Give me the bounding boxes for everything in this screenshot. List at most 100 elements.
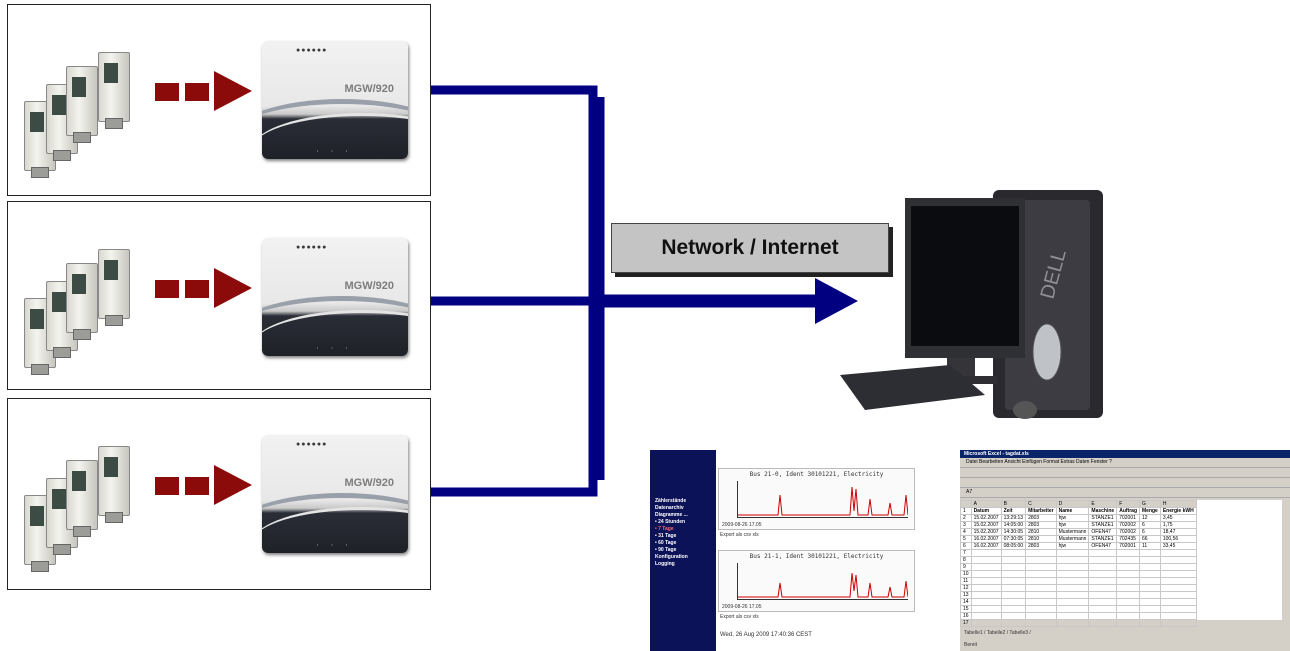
column-header: Menge <box>1139 507 1161 515</box>
table-cell[interactable]: OFEN47 <box>1088 528 1118 536</box>
table-cell[interactable]: 2810 <box>1025 535 1057 543</box>
network-internet-label: Network / Internet <box>611 223 889 273</box>
table-cell[interactable]: hjw <box>1055 542 1090 550</box>
menu-item[interactable]: • 31 Tage <box>655 533 677 539</box>
table-cell[interactable]: 66 <box>1139 535 1161 543</box>
table-cell[interactable]: 1,75 <box>1159 521 1197 529</box>
menu-item[interactable]: • 90 Tage <box>655 547 677 553</box>
table-cell[interactable]: 702001 <box>1116 542 1140 550</box>
plot-title: Bus 21-0, Ident 30101221, Electricity <box>749 471 884 478</box>
energy-plot-1: Bus 21-0, Ident 30101221, Electricity 20… <box>718 468 915 530</box>
table-cell[interactable]: 702002 <box>1116 528 1140 536</box>
computer-icon: DELL <box>840 190 1103 419</box>
table-row: 7 <box>960 549 1197 557</box>
table-cell[interactable]: 33,45 <box>1159 542 1197 550</box>
dot-icon <box>155 477 179 495</box>
table-cell[interactable]: 11 <box>1139 542 1161 550</box>
table-cell[interactable]: 6 <box>1139 521 1161 529</box>
arrow-icon <box>214 465 252 505</box>
table-cell[interactable]: 702001 <box>1116 514 1140 522</box>
web-sidebar: Zählerstände Datenarchiv Diagramme ... •… <box>650 450 716 651</box>
table-cell[interactable]: STANZE1 <box>1088 521 1118 529</box>
export-links[interactable]: Export als csv xls <box>720 614 759 620</box>
table-cell[interactable]: 16.02.2007 <box>970 535 1002 543</box>
export-links[interactable]: Export als csv xls <box>720 532 759 538</box>
menu-item[interactable]: Diagramme ... <box>655 512 688 518</box>
excel-menu[interactable]: Datei Bearbeiten Ansicht Einfügen Format… <box>960 458 1290 468</box>
table-cell[interactable]: 100,56 <box>1159 535 1197 543</box>
menu-item[interactable]: Zählerstände <box>655 498 687 504</box>
table-cell[interactable]: 6 <box>1139 528 1161 536</box>
table-cell[interactable]: 14:30:05 <box>1000 528 1027 536</box>
gateway-model-label: MGW/920 <box>344 280 394 292</box>
energy-meter-icon <box>66 263 98 340</box>
menu-item[interactable]: • 24 Stunden <box>655 519 686 525</box>
table-cell[interactable]: Mustermann <box>1055 528 1090 536</box>
table-cell[interactable]: 15.02.2007 <box>970 521 1002 529</box>
column-header: Name <box>1055 507 1090 515</box>
excel-namebox[interactable]: A7 <box>960 488 1290 498</box>
excel-formatbar <box>960 478 1290 488</box>
table-cell[interactable]: hjw <box>1055 514 1090 522</box>
table-cell[interactable]: OFEN47 <box>1088 542 1118 550</box>
table-cell[interactable]: hjw <box>1055 521 1090 529</box>
column-header: Maschine <box>1088 507 1118 515</box>
table-cell[interactable]: 3,45 <box>1159 514 1197 522</box>
table-cell[interactable]: 18,47 <box>1159 528 1197 536</box>
menu-item[interactable]: • 7 Tage <box>655 526 674 532</box>
menu-item[interactable]: Datenarchiv <box>655 505 684 511</box>
table-cell[interactable]: 2810 <box>1025 528 1057 536</box>
gateway-device: ●●●●●●MGW/920• • • <box>262 41 408 159</box>
table-cell[interactable]: 13:29:13 <box>1000 514 1027 522</box>
table-cell[interactable]: 15.02.2007 <box>970 514 1002 522</box>
table-cell[interactable]: Mustermann <box>1055 535 1090 543</box>
gateway-model-label: MGW/920 <box>344 83 394 95</box>
table-cell[interactable]: 15.02.2007 <box>970 528 1002 536</box>
table-cell[interactable]: 08:05:00 <box>1000 542 1027 550</box>
table-cell[interactable]: 2803 <box>1025 521 1057 529</box>
energy-meter-icon <box>66 460 98 537</box>
menu-item[interactable]: Konfiguration <box>655 554 688 560</box>
table-cell[interactable]: 702435 <box>1116 535 1140 543</box>
table-cell[interactable]: 14:05:00 <box>1000 521 1027 529</box>
table-row: 9 <box>960 563 1197 571</box>
table-row: 14 <box>960 598 1197 606</box>
table-cell[interactable]: 07:30:05 <box>1000 535 1027 543</box>
table-cell[interactable]: STANZE1 <box>1088 514 1118 522</box>
energy-plot-2: Bus 21-1, Ident 30101221, Electricity 20… <box>718 550 915 612</box>
table-cell[interactable]: 2803 <box>1025 514 1057 522</box>
dot-icon <box>155 280 179 298</box>
table-row: 15 <box>960 605 1197 613</box>
table-row: 11 <box>960 577 1197 585</box>
dot-icon <box>185 83 209 101</box>
energy-meter-icon <box>98 446 130 523</box>
energy-meter-icon <box>98 52 130 129</box>
menu-item[interactable]: Logging <box>655 561 675 567</box>
plot-date: 2009-08-26 17.05 <box>722 522 762 528</box>
sheet-tabs[interactable]: Tabelle1 / Tabelle2 / Tabelle3 / <box>964 630 1031 636</box>
table-cell[interactable]: 16.02.2007 <box>970 542 1002 550</box>
status-bar: Bereit <box>964 642 978 648</box>
menu-item[interactable]: • 60 Tage <box>655 540 677 546</box>
table-cell[interactable]: 2803 <box>1025 542 1057 550</box>
excel-screenshot: Microsoft Excel - tagdat.xls Datei Bearb… <box>960 450 1290 651</box>
energy-meter-icon <box>98 249 130 326</box>
excel-title: Microsoft Excel - tagdat.xls <box>960 450 1290 458</box>
table-cell[interactable]: 12 <box>1139 514 1161 522</box>
column-header: Datum <box>970 507 1002 515</box>
table-cell[interactable]: 702002 <box>1116 521 1140 529</box>
arrow-icon <box>214 71 252 111</box>
arrow-head-icon <box>815 278 858 324</box>
table-row: 12 <box>960 584 1197 592</box>
table-cell[interactable]: STANZE1 <box>1088 535 1118 543</box>
table-row: 16 <box>960 612 1197 620</box>
